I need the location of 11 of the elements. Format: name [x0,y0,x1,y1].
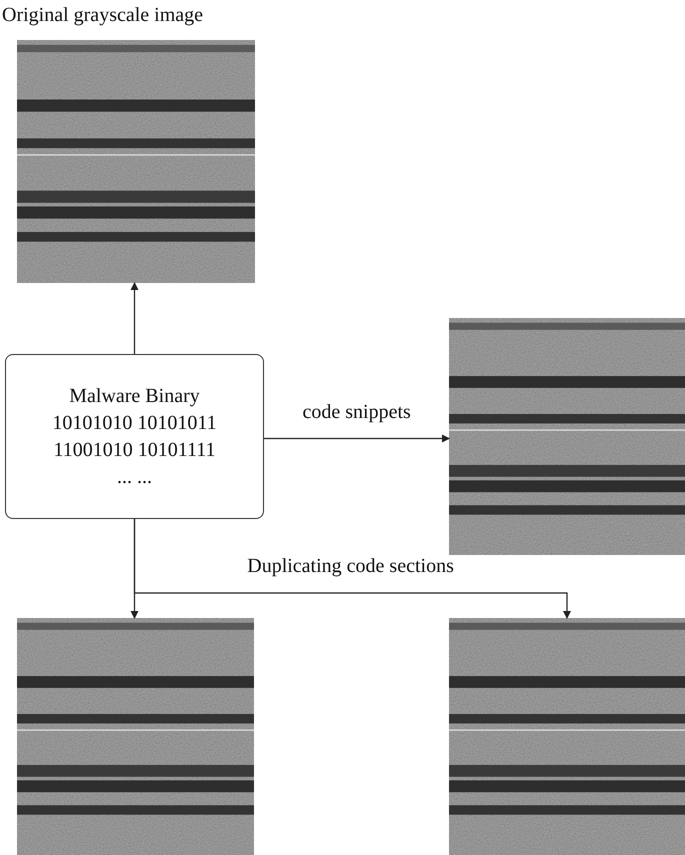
edge-label: Duplicating code sections [245,555,456,578]
box-text: 11001010 10101111 [53,438,216,462]
arrow [134,519,571,619]
process-box [5,354,264,519]
arrow [264,434,450,442]
box-text: 10101010 10101011 [52,410,217,436]
image-caption: Original grayscale image [0,4,206,27]
arrow [130,282,138,354]
picture [449,618,685,855]
box-text: Malware Binary [69,384,200,408]
box-text: ... ... [117,464,152,490]
